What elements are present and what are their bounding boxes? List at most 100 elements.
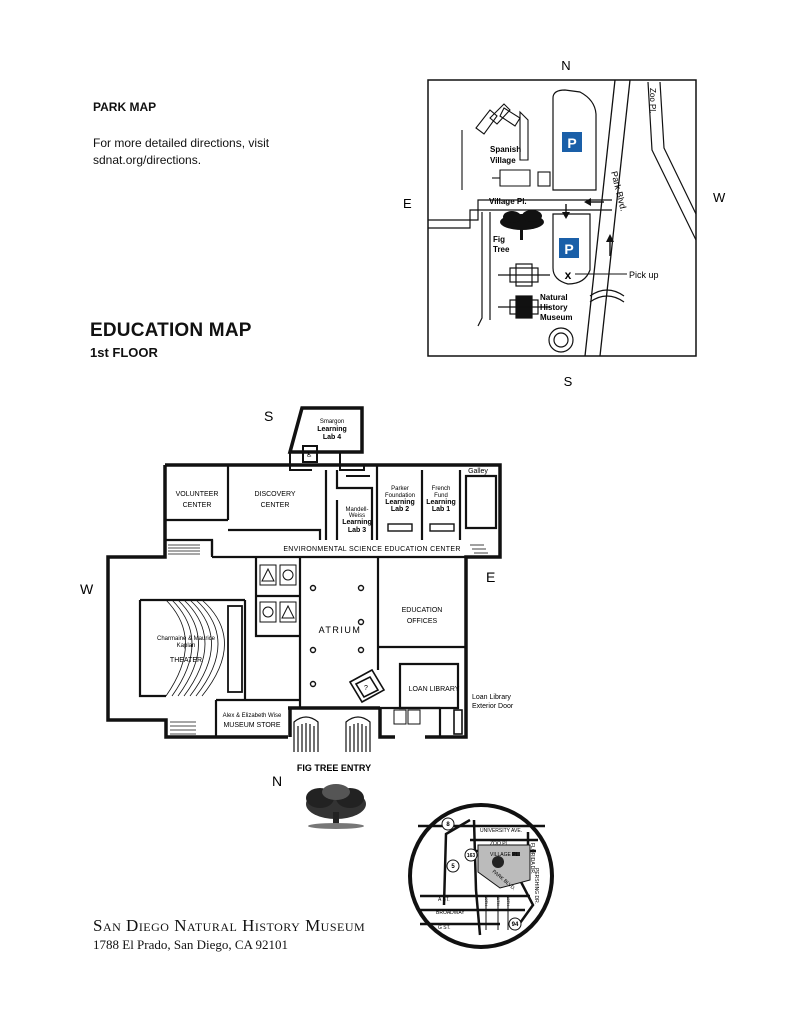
edu-south-label: S: [264, 408, 273, 424]
lab2-name-1: Learning: [385, 499, 415, 506]
lab2-sponsor-1: Parker: [391, 486, 409, 492]
esec-label: ENVIRONMENTAL SCIENCE EDUCATION CENTER: [283, 546, 460, 553]
route-5-label: 5: [451, 864, 455, 870]
theater-label: THEATER: [170, 657, 202, 664]
theater-sponsor-2: Kaplan: [177, 643, 196, 649]
park-north-label: N: [561, 58, 570, 73]
street-broadway: BROADWAY: [436, 910, 465, 916]
interior-walls: [138, 465, 498, 737]
street-a: A ST.: [438, 897, 450, 903]
locator-map: UNIVERSITY AVE. ZOO PL. VILLAGE PL. FLOR…: [408, 803, 554, 949]
education-map-title: EDUCATION MAP: [90, 320, 252, 341]
lab4-name-2: Lab 4: [323, 434, 341, 441]
park-map-frame: [427, 79, 697, 357]
loan-library-label: LOAN LIBRARY: [409, 686, 460, 693]
lab1-name-2: Lab 1: [432, 506, 450, 513]
lab2-table: [387, 523, 413, 532]
education-map-floor: 1st FLOOR: [90, 345, 158, 360]
nhm-label-3: Museum: [540, 313, 572, 322]
village-pl-label: Village Pl.: [489, 197, 527, 206]
street-village: VILLAGE PL.: [490, 852, 520, 858]
museum-buildings: [498, 263, 574, 353]
park-blvd-road: [584, 79, 631, 357]
lab1-name-1: Learning: [426, 499, 456, 506]
route-94-label: 94: [512, 922, 519, 928]
parking-lot-north: P: [552, 89, 597, 191]
lab2-name-2: Lab 2: [391, 506, 409, 513]
fig-tree-entry-label: FIG TREE ENTRY: [297, 763, 371, 773]
street-11th: 11TH: [496, 896, 501, 906]
street-pershing: PERSHING DR.: [533, 868, 539, 904]
lab3-name-1: Learning: [342, 519, 372, 526]
atrium-label: ATRIUM: [319, 625, 362, 635]
zoo-pl-road: [647, 81, 697, 241]
lab3-sponsor-1: Mandell-: [345, 507, 368, 513]
lab3-name-2: Lab 3: [348, 527, 366, 534]
museum-locator-icon: [492, 856, 504, 868]
stairs: [168, 544, 488, 735]
discovery-center-2: CENTER: [261, 502, 290, 509]
museum-store-label: MUSEUM STORE: [223, 722, 280, 729]
lab4-name-1: Learning: [317, 426, 347, 433]
loan-door-label-2: Exterior Door: [472, 703, 514, 710]
route-8-label: 8: [446, 822, 450, 828]
education-floor-plan: S W E N: [80, 406, 514, 829]
traffic-arrows: [562, 198, 614, 256]
store-sponsor: Alex & Elizabeth Wise: [223, 713, 282, 719]
volunteer-center-2: CENTER: [183, 502, 212, 509]
parking-icon-north: P: [567, 135, 576, 151]
parking-icon-south: P: [564, 241, 573, 257]
spanish-village-label-1: Spanish: [490, 145, 521, 154]
lab4-restroom-icon: ♿: [306, 451, 312, 459]
route-163-label: 163: [467, 853, 476, 859]
street-g: G ST.: [438, 925, 451, 931]
lab1-sponsor-1: French: [432, 486, 451, 492]
park-fig-tree-icon: [500, 210, 544, 240]
loan-door-label-1: Loan Library: [472, 694, 511, 701]
street-10th: 10TH: [484, 896, 489, 906]
street-zoo: ZOO PL.: [490, 841, 510, 847]
street-12th: 12TH: [506, 896, 511, 906]
street-university: UNIVERSITY AVE.: [480, 828, 522, 834]
park-map-title: PARK MAP: [93, 100, 157, 114]
spanish-village-label-2: Village: [490, 156, 516, 165]
street-florida: FLORIDA DR.: [529, 843, 535, 874]
park-east-label: E: [403, 196, 412, 211]
edu-north-label: N: [272, 773, 282, 789]
route-5-icon: [446, 859, 460, 873]
museum-name: San Diego Natural History Museum: [93, 916, 366, 935]
info-desk: [348, 668, 386, 704]
loan-exterior-door: [453, 709, 463, 735]
fig-tree-illustration-icon: [306, 784, 366, 829]
lab3-sponsor-2: Weiss: [349, 513, 365, 519]
park-map: N S E W Park Blvd. Zoo Pl. P P: [403, 58, 726, 389]
route-163-icon: [464, 848, 478, 862]
galley-label: Galley: [468, 468, 488, 475]
museum-address: 1788 El Prado, San Diego, CA 92101: [93, 937, 288, 952]
discovery-center-1: DISCOVERY: [254, 491, 295, 498]
bridge-marks: [589, 289, 625, 303]
park-map-directions: For more detailed directions, visit sdna…: [93, 136, 270, 167]
lab1-table: [429, 523, 455, 532]
nhm-label-2: History: [540, 303, 568, 312]
village-pl-road: [428, 199, 612, 327]
route-94-icon: [508, 917, 522, 931]
lab4-sponsor: Smargon: [320, 419, 344, 425]
parking-lot-south: P: [552, 213, 591, 285]
edu-offices-2: OFFICES: [407, 618, 438, 625]
edu-east-label: E: [486, 569, 495, 585]
pickup-label: Pick up: [629, 270, 659, 280]
fig-tree-label-2: Tree: [493, 245, 510, 254]
volunteer-center-1: VOLUNTEER: [176, 491, 219, 498]
zoo-pl-label: Zoo Pl.: [648, 88, 657, 113]
edu-offices-1: EDUCATION: [402, 607, 443, 614]
restroom-icons: [259, 564, 421, 725]
info-desk-icon: ?: [364, 685, 368, 692]
nhm-label-1: Natural: [540, 293, 568, 302]
spanish-village-buildings: [461, 103, 551, 190]
fig-tree-label-1: Fig: [493, 235, 505, 244]
park-south-label: S: [564, 374, 573, 389]
atrium-columns: [309, 584, 365, 688]
route-8-icon: [441, 817, 455, 831]
